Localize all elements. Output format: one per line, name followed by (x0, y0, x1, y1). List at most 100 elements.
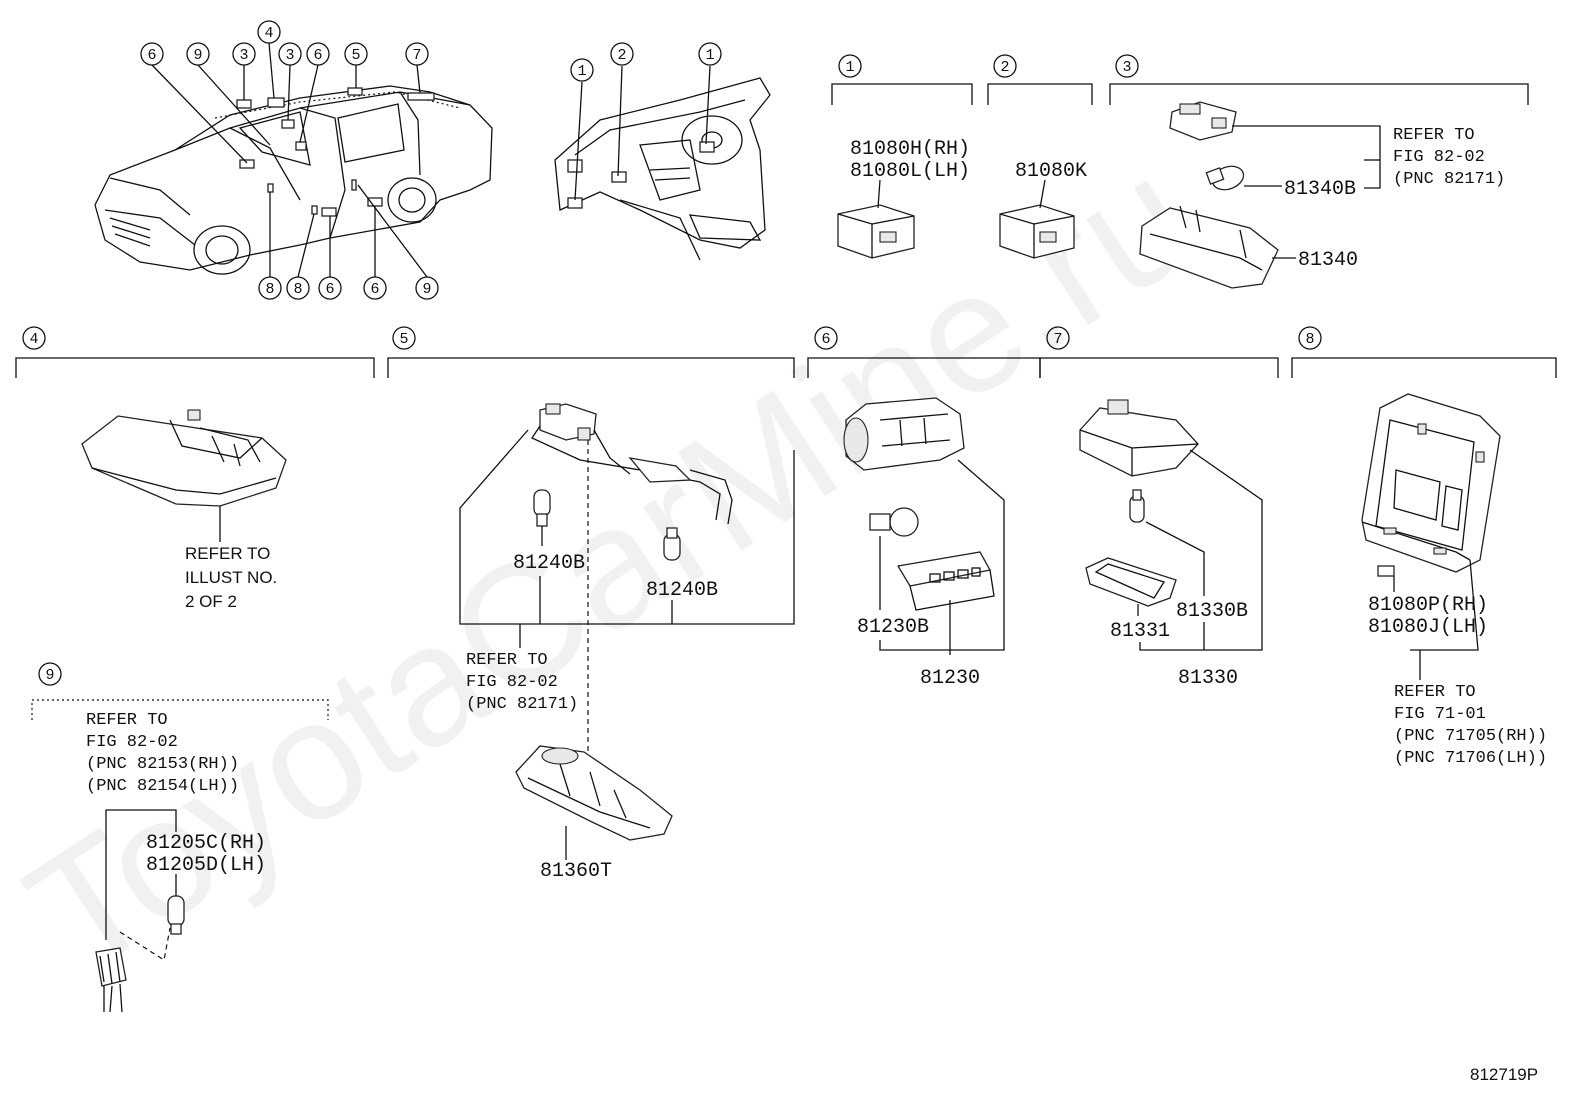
part-number: 81080L(LH) (850, 160, 970, 183)
leader-lines (459, 429, 795, 648)
section-number: 7 (1053, 331, 1062, 348)
section-number-circle (392, 326, 416, 350)
refer-text: (PNC 82154(LH)) (86, 777, 239, 796)
section-8: 8 81080P(RH) 81080J(LH) REFER TO FIG 71-… (1291, 326, 1557, 768)
leader-lines (105, 809, 177, 940)
part-number: 81340 (1298, 249, 1358, 272)
callout-number: 5 (351, 47, 360, 64)
callout-number: 8 (265, 281, 274, 298)
part-number: 81230B (857, 616, 929, 639)
socket-part-drawing (95, 947, 127, 1013)
section-bracket (987, 83, 1093, 105)
refer-text: (PNC 71706(LH)) (1394, 749, 1547, 768)
section-number: 1 (845, 59, 854, 76)
leader-lines (879, 459, 1005, 655)
callout-circle (405, 42, 429, 66)
section-2: 2 81080K (987, 54, 1093, 259)
section-bracket (31, 699, 329, 720)
section-4: 4 REFER TO ILLUST NO. 2 OF 2 (15, 326, 375, 611)
callout-circle (318, 276, 342, 300)
refer-text: FIG 82-02 (1393, 148, 1485, 167)
callout-number: 3 (239, 47, 248, 64)
refer-text: REFER TO (1393, 126, 1475, 145)
part-number: 81240B (513, 552, 585, 575)
section-bracket (15, 357, 375, 378)
section-number-circle (1115, 54, 1139, 78)
callout-number: 1 (705, 47, 714, 64)
bulb-part-drawing (167, 895, 185, 935)
callout-number: 6 (313, 47, 322, 64)
refer-text: (PNC 82171) (466, 695, 578, 714)
leader-lines (1232, 125, 1381, 259)
leader-lines (1393, 559, 1479, 680)
section-6: 6 81230B 81230 (807, 326, 1041, 690)
lens-part-drawing (1085, 557, 1177, 607)
callout-circle (186, 42, 210, 66)
refer-text: REFER TO (1394, 683, 1476, 702)
refer-text: (PNC 82153(RH)) (86, 755, 239, 774)
part-number: 81331 (1110, 620, 1170, 643)
section-number-circle (814, 326, 838, 350)
section-number: 6 (821, 331, 830, 348)
callout-circle (363, 276, 387, 300)
section-number-circle (1046, 326, 1070, 350)
section-bracket (1039, 357, 1279, 378)
part-number: 81205D(LH) (146, 854, 266, 877)
refer-text: FIG 82-02 (86, 733, 178, 752)
callout-circle (415, 276, 439, 300)
overview-callouts: 6 9 3 4 3 6 5 7 8 8 6 6 9 1 2 1 (140, 20, 722, 300)
callout-circle (570, 58, 594, 82)
callout-number: 4 (264, 25, 273, 42)
callout-circle (286, 276, 310, 300)
section-bracket (1109, 83, 1529, 105)
part-number: 81340B (1284, 178, 1356, 201)
section-number-circle (838, 54, 862, 78)
section-number-circle (1298, 326, 1322, 350)
section-number: 8 (1305, 331, 1314, 348)
switch-part-drawing (999, 204, 1075, 259)
part-number: 81080J(LH) (1368, 616, 1488, 639)
callout-number: 6 (370, 281, 379, 298)
callout-number: 9 (422, 281, 431, 298)
car-overview-illustration (94, 42, 493, 278)
switch-part-drawing (1377, 565, 1395, 577)
callout-circle (610, 42, 634, 66)
leader-lines (1137, 449, 1263, 651)
part-number: 81360T (540, 860, 612, 883)
figure-id: 812719P (1470, 1065, 1538, 1084)
section-number: 2 (1000, 59, 1009, 76)
callout-circle (258, 276, 282, 300)
section-3: 3 REFER TO FIG 82-02 (PNC 82171) 81340B … (1109, 54, 1529, 289)
lamp-housing-drawing (1139, 205, 1279, 289)
refer-text: FIG 71-01 (1394, 705, 1486, 724)
refer-text: (PNC 71705(RH)) (1394, 727, 1547, 746)
section-number: 5 (399, 331, 408, 348)
callout-circle (140, 42, 164, 66)
part-number: 81080K (1015, 160, 1087, 183)
part-number: 81240B (646, 579, 718, 602)
callout-circle (698, 42, 722, 66)
refer-text: 2 OF 2 (185, 592, 237, 611)
callout-number: 6 (325, 281, 334, 298)
section-number-circle (993, 54, 1017, 78)
lamp-housing-drawing (843, 397, 965, 471)
overhead-console-drawing (81, 409, 287, 507)
callout-circle (306, 42, 330, 66)
dashboard-illustration (554, 65, 771, 261)
refer-text: (PNC 82171) (1393, 170, 1505, 189)
section-bracket (1291, 357, 1557, 378)
refer-text: ILLUST NO. (185, 568, 277, 587)
lens-part-drawing (896, 551, 995, 611)
bulb-part-drawing (663, 527, 681, 561)
bulb-part-drawing (1205, 165, 1245, 191)
section-number: 3 (1122, 59, 1131, 76)
callout-number: 8 (293, 281, 302, 298)
part-number: 81230 (920, 667, 980, 690)
section-9: 9 REFER TO FIG 82-02 (PNC 82153(RH)) (PN… (31, 662, 329, 1013)
section-number: 9 (45, 667, 54, 684)
callout-number: 1 (577, 63, 586, 80)
callout-circle (257, 20, 281, 44)
callout-number: 7 (412, 47, 421, 64)
section-7: 7 81330B 81331 81330 (1039, 326, 1279, 690)
refer-text: REFER TO (466, 651, 548, 670)
